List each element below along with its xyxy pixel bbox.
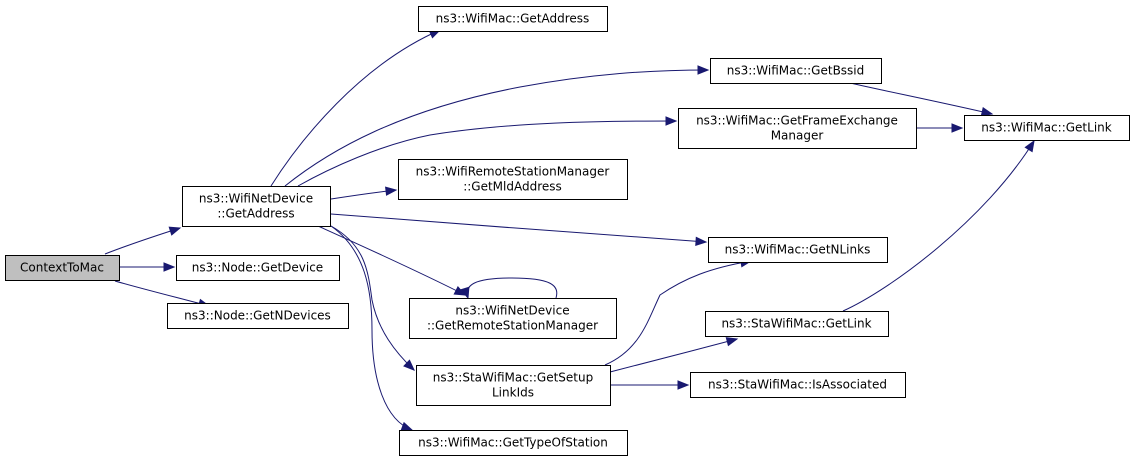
edge-arrowhead [168,226,182,236]
node-wifimac-getnlinks[interactable]: ns3::WifiMac::GetNLinks [708,237,888,263]
nodes-layer: ContextToMacns3::WifiNetDevice::GetAddre… [5,6,1130,456]
edge-arrowhead [725,337,739,347]
node-node-getndevices[interactable]: ns3::Node::GetNDevices [167,303,349,329]
edge-arrowhead [385,186,398,196]
node-label: ns3::WifiRemoteStationManager [416,165,610,179]
edge-arrowhead [951,123,964,133]
edge-wifimac_getbssid-to-wifimac_getlink [849,82,994,117]
node-box [399,430,628,456]
edge-wifinetdevice_getaddress-to-wifimac_getnlinks [330,213,708,247]
edge-arrowhead [677,380,690,390]
edge-line [842,140,1035,312]
edge-wifinetdevice_getaddress-to-wifiremotestationmanager_getmldaddress [330,186,398,200]
node-wifinetdevice-getremotestationmanager[interactable]: ns3::WifiNetDevice::GetRemoteStationMana… [409,298,617,339]
edge-context_to_mac-to-wifinetdevice_getaddress [104,226,182,255]
edge-line [330,225,415,371]
node-box [678,108,917,149]
node-label: ns3::Node::GetNDevices [184,309,331,323]
edge-wifinetdevice_getaddress-to-stawifimac_getsetuplinkids [330,225,415,371]
edge-wifimac_getframeexchangemanager-to-wifimac_getlink [915,123,964,133]
edge-arrowhead [400,421,414,431]
node-box [416,365,611,406]
node-label: ::GetAddress [217,207,294,221]
node-node-getdevice[interactable]: ns3::Node::GetDevice [176,255,340,281]
edge-line [104,227,181,255]
node-label: LinkIds [492,386,534,400]
node-box [5,255,120,281]
node-label: ns3::StaWifiMac::IsAssociated [708,378,887,392]
node-label: ns3::StaWifiMac::GetSetup [433,371,593,385]
edge-line [466,277,558,299]
edges-layer [104,29,1035,431]
node-stawifimac-isassociated[interactable]: ns3::StaWifiMac::IsAssociated [690,372,906,398]
node-wifimac-getbssid[interactable]: ns3::WifiMac::GetBssid [710,58,882,84]
edge-line [270,29,441,187]
node-label: ns3::Node::GetDevice [192,261,323,275]
node-box [398,159,628,200]
edge-wifinetdevice_getaddress-to-wifimac_getframeexchangemanager [297,116,678,187]
node-box [167,303,349,329]
edge-line [284,69,709,187]
node-label: ns3::WifiNetDevice [199,192,313,206]
node-box [418,6,608,32]
node-label: ::GetRemoteStationManager [427,319,598,333]
node-label: ns3::StaWifiMac::GetLink [721,317,871,331]
edge-wifinetdevice_getremotestationmanager-to-wifinetdevice_getremotestationmanager [460,277,558,300]
edge-arrowhead [1024,139,1035,153]
edge-line [604,260,752,366]
edge-arrowhead [665,116,678,126]
node-label: ns3::WifiMac::GetLink [981,121,1111,135]
edge-stawifimac_getsetuplinkids-to-stawifimac_isassociated [610,380,690,390]
edge-arrowhead [163,262,176,272]
node-label: ns3::WifiNetDevice [455,304,569,318]
node-label: ns3::WifiMac::GetBssid [727,64,865,78]
edge-stawifimac_getsetuplinkids-to-stawifimac_getlink [609,337,739,373]
node-box [409,298,617,339]
node-wifimac-gettypeofstation[interactable]: ns3::WifiMac::GetTypeOfStation [399,430,628,456]
edge-wifinetdevice_getaddress-to-wifimac_getbssid [284,65,710,187]
node-stawifimac-getlink[interactable]: ns3::StaWifiMac::GetLink [705,311,889,337]
node-wifiremotestationmanager-getmldaddress[interactable]: ns3::WifiRemoteStationManager::GetMldAdd… [398,159,628,200]
node-box [690,372,906,398]
edge-arrowhead [460,286,470,300]
node-box [708,237,888,263]
node-box [176,255,340,281]
node-wifinetdevice-getaddress[interactable]: ns3::WifiNetDevice::GetAddress [182,186,331,227]
node-label: ContextToMac [20,261,104,275]
node-box [964,115,1130,141]
edge-arrowhead [403,359,415,371]
edge-line [114,280,210,307]
node-wifimac-getaddress[interactable]: ns3::WifiMac::GetAddress [418,6,608,32]
edge-arrowhead [453,286,467,296]
node-label: ::GetMldAddress [463,180,562,194]
node-label: ns3::WifiMac::GetFrameExchange [696,114,898,128]
edge-context_to_mac-to-node_getdevice [118,262,176,272]
edge-arrowhead [697,65,710,75]
node-box [182,186,331,227]
edge-arrowhead [695,236,708,247]
edge-line [317,225,466,296]
edge-line [330,213,707,243]
node-context-to-mac[interactable]: ContextToMac [5,255,120,281]
node-label: Manager [771,129,824,143]
node-wifimac-getlink[interactable]: ns3::WifiMac::GetLink [964,115,1130,141]
edge-arrowhead [980,107,994,117]
edge-wifinetdevice_getaddress-to-wifinetdevice_getremotestationmanager [317,225,467,296]
node-box [705,311,889,337]
edge-line [849,82,993,115]
node-label: ns3::WifiMac::GetTypeOfStation [418,436,608,450]
node-label: ns3::WifiMac::GetNLinks [725,243,871,257]
edge-stawifimac_getlink-to-wifimac_getlink [842,139,1035,312]
edge-line [609,338,738,373]
node-box [710,58,882,84]
edge-line [297,120,677,187]
edge-line [330,225,413,431]
node-label: ns3::WifiMac::GetAddress [436,12,590,26]
